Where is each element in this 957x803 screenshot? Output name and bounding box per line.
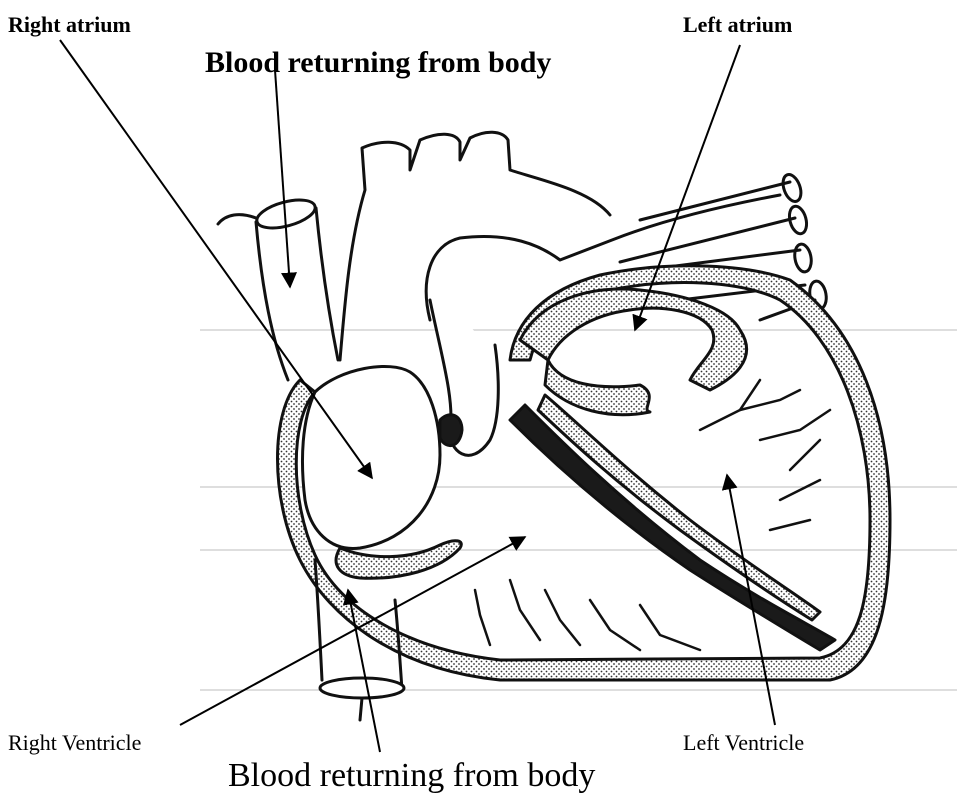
right-atrium-label: Right atrium (8, 12, 131, 38)
left-atrium-floor (545, 360, 650, 415)
arrow-left-atrium (635, 45, 740, 330)
right-atrium-chamber (302, 366, 440, 548)
right-ventricle-label: Right Ventricle (8, 730, 141, 756)
septum-inner (538, 395, 820, 620)
left-atrium-label: Left atrium (683, 12, 792, 38)
arrow-left-ventricle (727, 475, 775, 725)
blood-returning-top-label: Blood returning from body (205, 46, 551, 80)
ventricular-septum (510, 405, 835, 650)
arrow-right-atrium (60, 40, 372, 478)
blood-returning-bottom-label: Blood returning from body (228, 757, 595, 795)
arrow-blood-top (275, 70, 290, 287)
left-ventricle-label: Left Ventricle (683, 730, 804, 756)
valve-dark (440, 415, 462, 446)
